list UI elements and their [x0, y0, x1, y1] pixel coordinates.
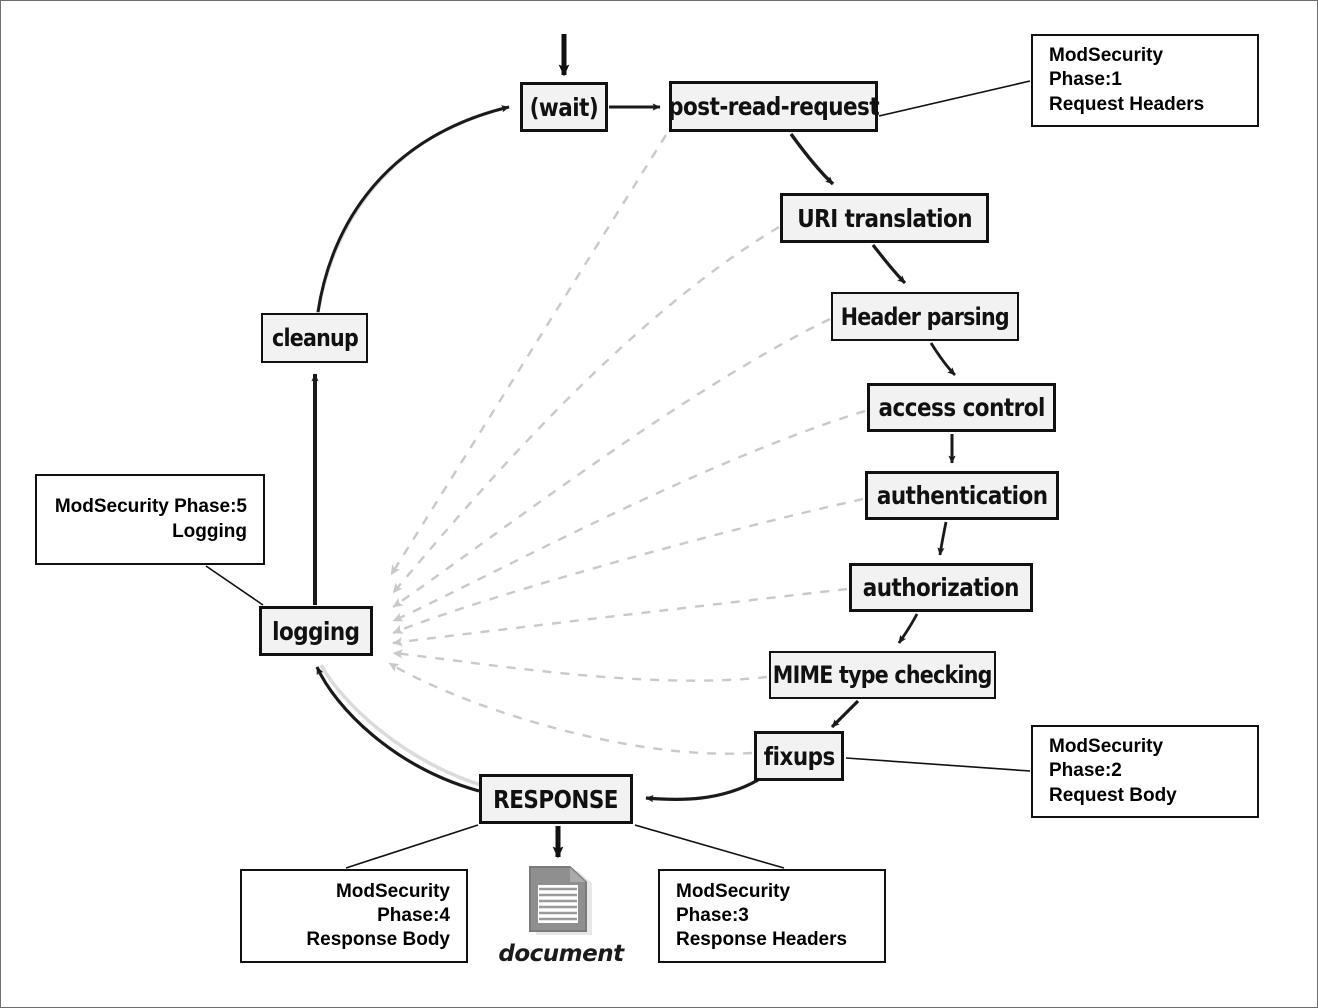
dashed-from-post-read-request	[389, 134, 668, 576]
edge-mime-type-checking-to-fixups	[830, 699, 860, 729]
node-cleanup[interactable]: cleanup	[261, 313, 368, 363]
callout-phase-4-line-1: ModSecurity Phase:4	[335, 880, 450, 926]
dashed-from-authentication	[392, 497, 864, 635]
node-logging[interactable]: logging	[259, 606, 373, 656]
leader-phase-3	[634, 824, 785, 869]
node-authentication-label: authentication	[876, 481, 1048, 510]
callout-phase-5-line-2: Logging	[172, 520, 247, 542]
node-access-control[interactable]: access control	[867, 383, 1056, 432]
node-uri-translation[interactable]: URI translation	[780, 193, 989, 243]
callout-phase-1: ModSecurity Phase:1 Request Headers	[1031, 34, 1259, 127]
dashed-from-uri-translation	[392, 225, 780, 594]
document-output: document	[498, 863, 624, 967]
node-mime-type-checking-label: MIME type checking	[773, 661, 993, 689]
leader-phase-2	[845, 757, 1031, 772]
node-authorization[interactable]: authorization	[849, 563, 1033, 612]
edge-authentication-to-authorization	[937, 521, 948, 556]
document-label: document	[498, 941, 624, 967]
callout-phase-1-line-1: ModSecurity Phase:1	[1049, 45, 1164, 91]
leader-phase-4	[345, 824, 479, 869]
callout-phase-2-line-2: Request Body	[1049, 784, 1177, 806]
callout-phase-5-line-1: ModSecurity Phase:5	[54, 496, 247, 518]
node-logging-label: logging	[272, 616, 360, 646]
dashed-from-header-parsing	[392, 317, 831, 608]
node-uri-translation-label: URI translation	[797, 203, 972, 233]
callout-phase-3-line-1: ModSecurity Phase:3	[676, 880, 791, 926]
dashed-from-fixups	[388, 661, 753, 755]
callout-phase-2-line-1: ModSecurity Phase:2	[1049, 736, 1164, 782]
node-post-read-request[interactable]: post-read-request	[668, 81, 879, 132]
edge-cleanup-to-wait	[316, 105, 510, 313]
node-access-control-label: access control	[878, 393, 1045, 422]
callout-phase-3-line-2: Response Headers	[676, 929, 848, 951]
node-authorization-label: authorization	[862, 573, 1020, 602]
node-response[interactable]: RESPONSE	[479, 774, 633, 824]
callout-phase-3: ModSecurity Phase:3 Response Headers	[658, 869, 886, 963]
node-fixups-label: fixups	[763, 741, 835, 771]
node-fixups[interactable]: fixups	[754, 731, 844, 781]
callout-phase-4: ModSecurity Phase:4 Response Body	[240, 869, 468, 963]
edge-response-to-logging	[315, 666, 480, 793]
leader-phase-5	[205, 565, 264, 606]
edge-header-parsing-to-access-control	[929, 342, 956, 376]
callout-phase-2: ModSecurity Phase:2 Request Body	[1031, 725, 1259, 818]
node-authentication[interactable]: authentication	[865, 471, 1059, 520]
curve-shadows	[315, 107, 502, 789]
node-header-parsing[interactable]: Header parsing	[831, 292, 1019, 341]
node-mime-type-checking[interactable]: MIME type checking	[769, 651, 996, 699]
callout-phase-5: ModSecurity Phase:5 Logging	[35, 474, 265, 565]
node-wait[interactable]: (wait)	[520, 82, 608, 132]
node-wait-label: (wait)	[529, 92, 599, 122]
node-header-parsing-label: Header parsing	[840, 302, 1010, 331]
callout-phase-4-line-2: Response Body	[306, 929, 450, 951]
node-response-label: RESPONSE	[493, 784, 619, 814]
callout-phase-1-line-2: Request Headers	[1049, 93, 1205, 115]
edge-uri-translation-to-header-parsing	[871, 244, 907, 285]
edge-authorization-to-mime-type-checking	[897, 613, 919, 644]
dashed-from-authorization	[392, 587, 848, 647]
leader-phase-1	[878, 80, 1031, 117]
dashed-from-mime-type-checking	[392, 649, 768, 682]
edge-fixups-to-response	[645, 778, 759, 803]
node-post-read-request-label: post-read-request	[668, 92, 879, 121]
node-cleanup-label: cleanup	[271, 324, 358, 352]
edge-post-read-request-to-uri-translation	[789, 133, 835, 186]
document-page-icon	[529, 866, 592, 935]
dashed-from-access-control	[392, 409, 866, 623]
